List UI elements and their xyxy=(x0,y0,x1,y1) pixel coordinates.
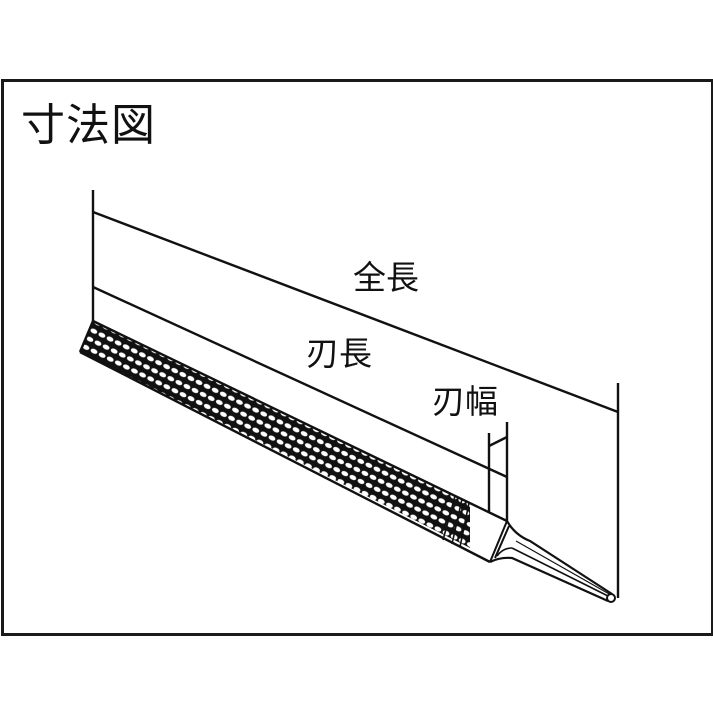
file-body xyxy=(78,319,510,564)
file-tang xyxy=(489,520,616,603)
label-blade-length: 刃長 xyxy=(306,334,372,373)
overall-length-line xyxy=(92,210,619,414)
diagram-title: 寸法図 xyxy=(21,100,156,151)
label-blade-width: 刃幅 xyxy=(432,382,498,421)
blade-width-line xyxy=(488,435,508,448)
blade-length-line xyxy=(92,285,508,479)
label-overall-length: 全長 xyxy=(353,258,419,297)
